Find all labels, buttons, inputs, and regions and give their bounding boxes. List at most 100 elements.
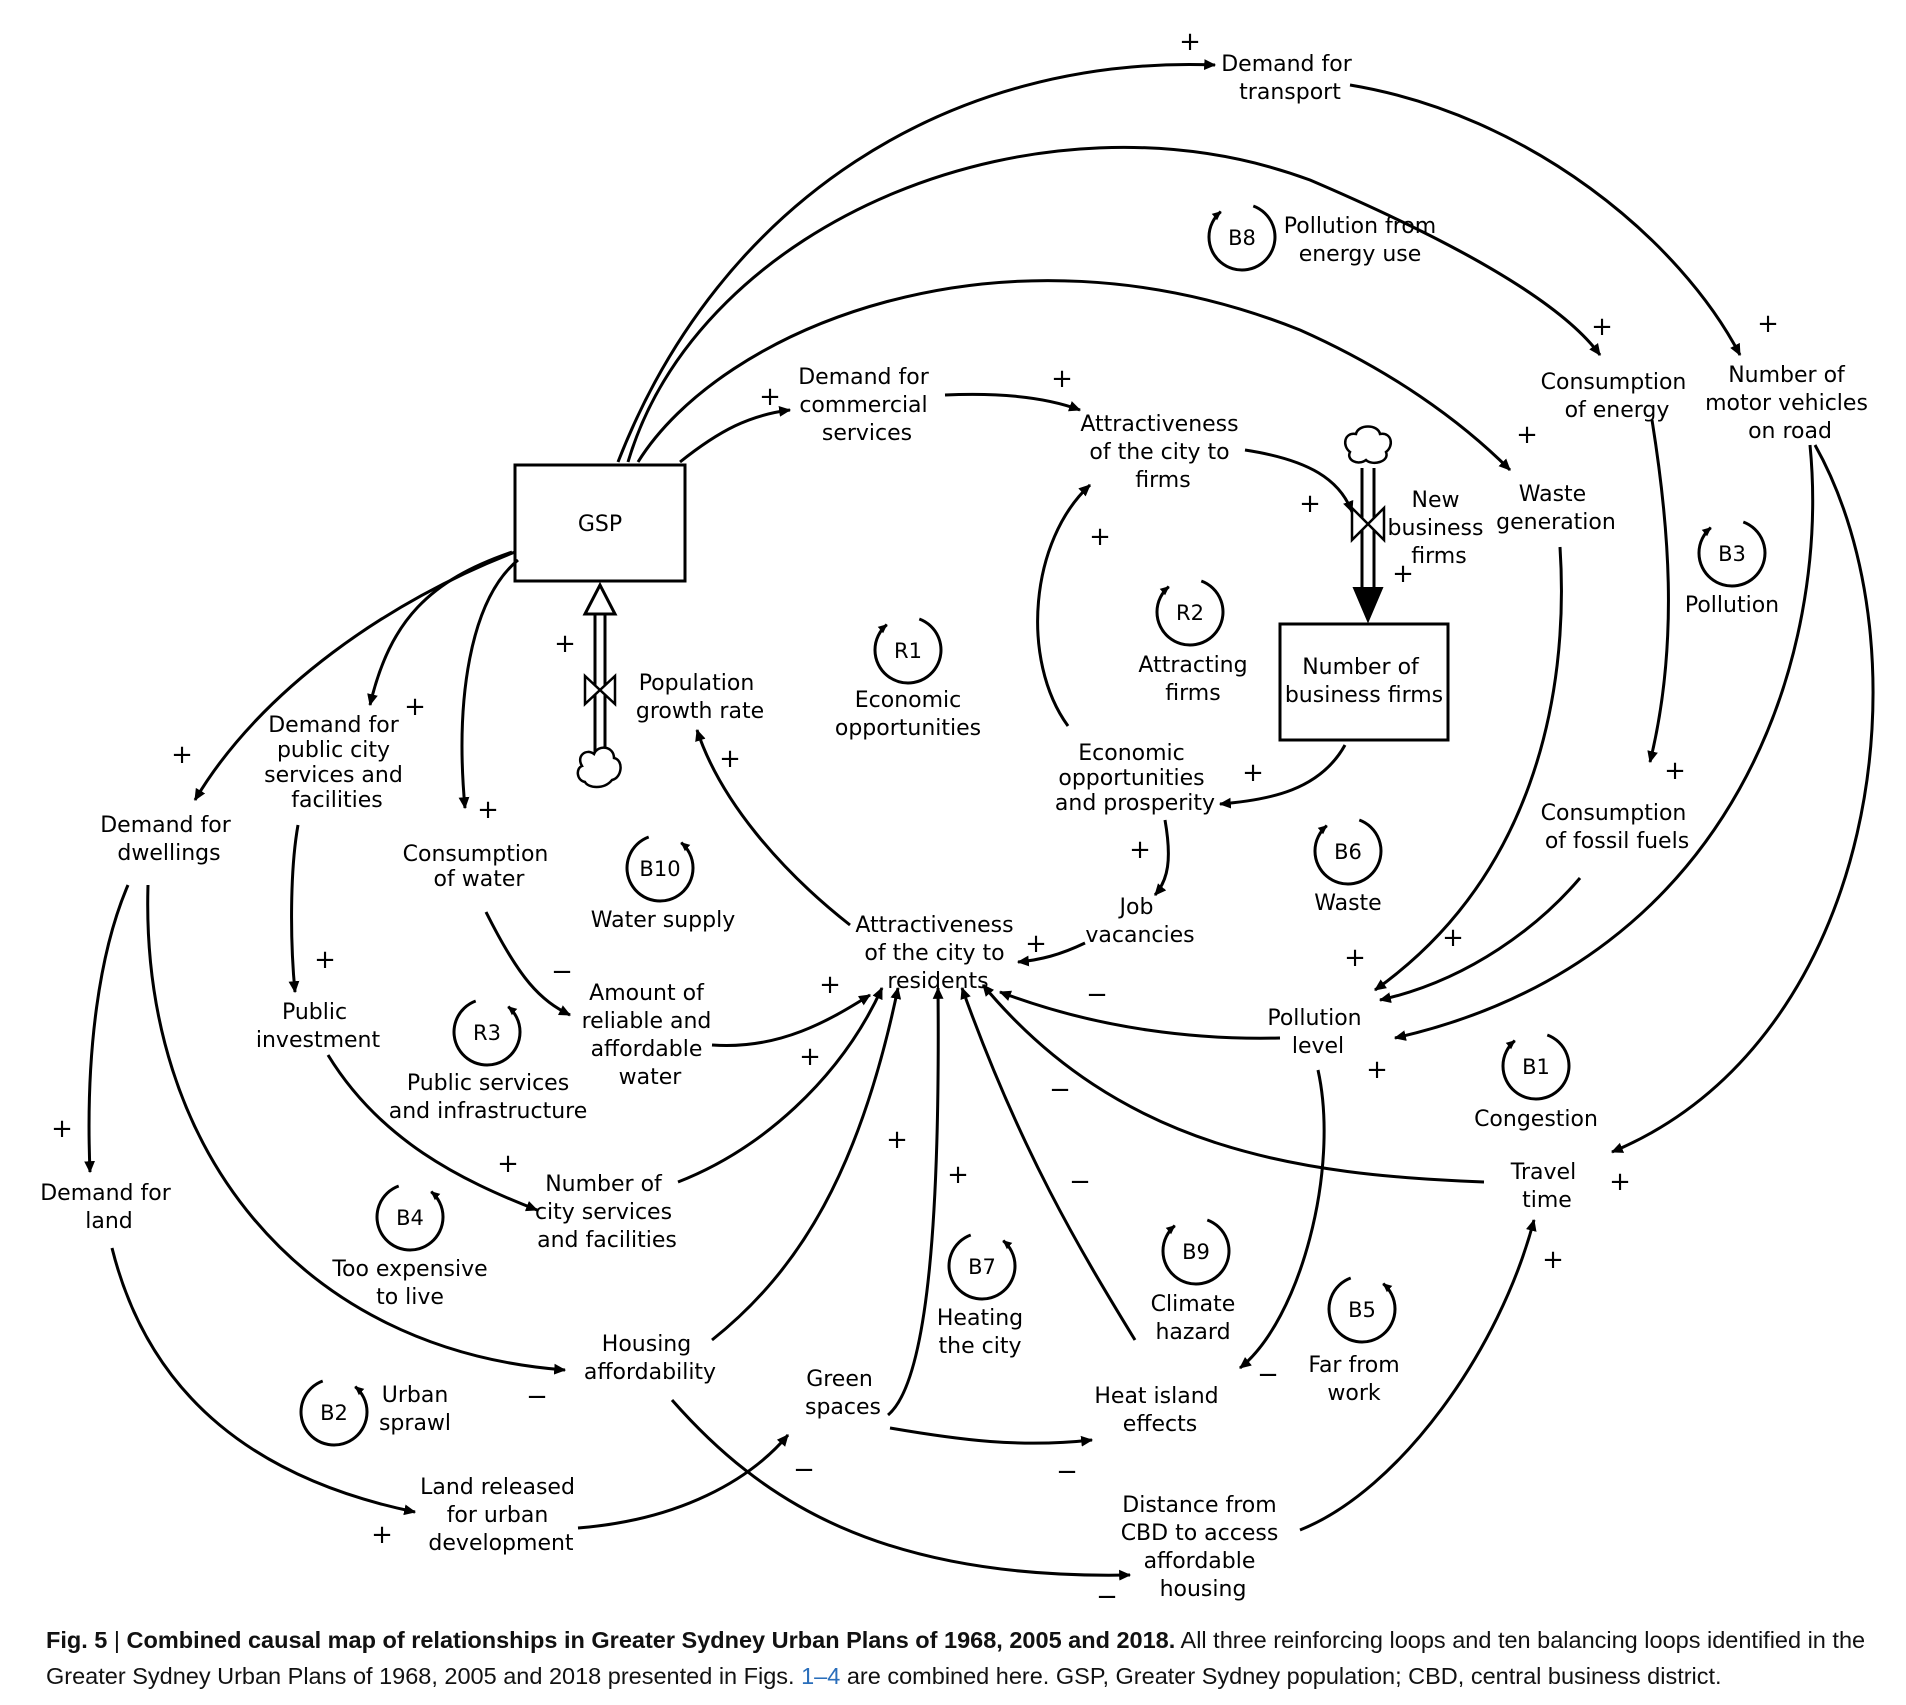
plus-sign: + <box>1051 364 1073 394</box>
minus-sign: − <box>793 1455 815 1485</box>
business-firms-cloud-icon <box>1343 425 1393 464</box>
economic-opportunities-prosperity-label: Economic opportunities and prosperity <box>1055 741 1215 816</box>
travel-time-label: Travel time <box>1510 1160 1583 1213</box>
minus-sign: − <box>551 957 573 987</box>
demand-for-public-city-services-label: Demand for public city services and faci… <box>264 713 410 813</box>
plus-sign: + <box>497 1149 519 1179</box>
plus-sign: + <box>314 945 336 975</box>
population-growth-rate-label: Population growth rate <box>636 671 764 724</box>
plus-sign: + <box>886 1125 908 1155</box>
land-released-label: Land released for urban development <box>420 1475 582 1556</box>
demand-for-commercial-services-label: Demand for commercial services <box>798 365 936 446</box>
plus-sign: + <box>1757 309 1779 339</box>
plus-sign: + <box>1392 559 1414 589</box>
loop-arrow-icon <box>375 1184 445 1252</box>
figure-title: Combined causal map of relationships in … <box>126 1627 1176 1653</box>
plus-sign: + <box>1664 756 1686 786</box>
demand-for-dwellings-label: Demand for dwellings <box>100 813 238 866</box>
loop-label: Climate <box>1151 1292 1236 1317</box>
plus-sign: + <box>1025 929 1047 959</box>
loop-arrow-icon <box>299 1379 369 1447</box>
figure-reference-link[interactable]: 1–4 <box>801 1663 841 1689</box>
loop-label: firms <box>1165 681 1220 706</box>
plus-sign: + <box>1542 1245 1564 1275</box>
business-firms-inflow-pipe <box>1343 425 1393 624</box>
loop-label: Public services <box>407 1071 569 1096</box>
loop-label: the city <box>939 1334 1022 1359</box>
loop-id: B6 <box>1334 840 1362 864</box>
minus-sign: − <box>526 1382 548 1412</box>
loop-label: Pollution from <box>1284 214 1436 239</box>
loop-arrow-icon <box>947 1233 1017 1301</box>
loop-id: B1 <box>1522 1055 1550 1079</box>
loop-label: Too expensive <box>331 1257 487 1282</box>
loop-id: B4 <box>396 1206 424 1230</box>
loop-arrow-icon <box>873 617 943 685</box>
new-business-firms-label: New business firms <box>1388 488 1491 569</box>
loop-arrow-icon <box>1501 1033 1571 1101</box>
loop-label: energy use <box>1299 242 1422 267</box>
plus-sign: + <box>1089 522 1111 552</box>
plus-sign: + <box>799 1042 821 1072</box>
plus-sign: + <box>1609 1167 1631 1197</box>
loop-id: B8 <box>1228 226 1256 250</box>
caption-text: All three reinforcing loops and ten bala… <box>46 1627 1866 1689</box>
loop-label: Far from <box>1308 1353 1399 1378</box>
figure-caption: Fig. 5 | Combined causal map of relation… <box>46 1622 1876 1694</box>
distance-from-cbd-label: Distance from CBD to access affordable h… <box>1121 1493 1286 1602</box>
gsp-cloud-icon <box>576 746 622 789</box>
loop-arrow-icon <box>1161 1218 1231 1286</box>
loop-arrow-icon <box>1697 520 1767 588</box>
loop-label: Pollution <box>1685 593 1779 618</box>
loop-id: R1 <box>894 639 922 663</box>
loop-id: B10 <box>639 857 680 881</box>
loop-id: R2 <box>1176 601 1204 625</box>
pollution-level-label: Pollution level <box>1267 1006 1368 1059</box>
consumption-of-energy-label: Consumption of energy <box>1541 370 1694 423</box>
loop-label: Congestion <box>1474 1107 1598 1132</box>
public-investment-label: Public investment <box>256 1000 381 1053</box>
loop-label: to live <box>376 1285 444 1310</box>
demand-for-land-label: Demand for land <box>40 1181 178 1234</box>
minus-sign: − <box>1056 1457 1078 1487</box>
loop-arrow-icon <box>1327 1276 1397 1344</box>
figure-number: Fig. 5 <box>46 1627 108 1653</box>
caption-separator: | <box>107 1627 127 1653</box>
plus-sign: + <box>947 1160 969 1190</box>
plus-sign: + <box>1242 758 1264 788</box>
attractiveness-city-to-residents-label: Attractiveness of the city to residents <box>855 913 1020 994</box>
attractiveness-city-to-firms-label: Attractiveness of the city to firms <box>1080 412 1245 493</box>
variable-labels: Demand for transport Demand for commerci… <box>40 52 1868 1602</box>
loop-label: hazard <box>1155 1320 1230 1345</box>
minus-sign: − <box>1049 1075 1071 1105</box>
demand-for-transport-label: Demand for transport <box>1221 52 1359 105</box>
loop-label: Urban <box>382 1383 449 1408</box>
plus-sign: + <box>719 744 741 774</box>
loop-id: R3 <box>473 1021 501 1045</box>
number-of-business-firms-label: Number of business firms <box>1285 655 1443 708</box>
consumption-of-fossil-fuels-label: Consumption of fossil fuels <box>1541 801 1694 854</box>
number-of-city-services-label: Number of city services and facilities <box>535 1172 679 1253</box>
loop-label: Water supply <box>591 908 736 933</box>
loop-label: Economic <box>855 688 962 713</box>
gsp-stock-box <box>513 463 687 583</box>
loop-label: work <box>1327 1381 1380 1406</box>
plus-sign: + <box>1129 835 1151 865</box>
loop-label: opportunities <box>835 716 981 741</box>
causal-links <box>84 59 1875 1581</box>
minus-sign: − <box>1096 1582 1118 1612</box>
loop-id: B3 <box>1718 542 1746 566</box>
loop-label: and infrastructure <box>389 1099 588 1124</box>
plus-sign: + <box>554 629 576 659</box>
job-vacancies-label: Job vacancies <box>1085 895 1194 948</box>
